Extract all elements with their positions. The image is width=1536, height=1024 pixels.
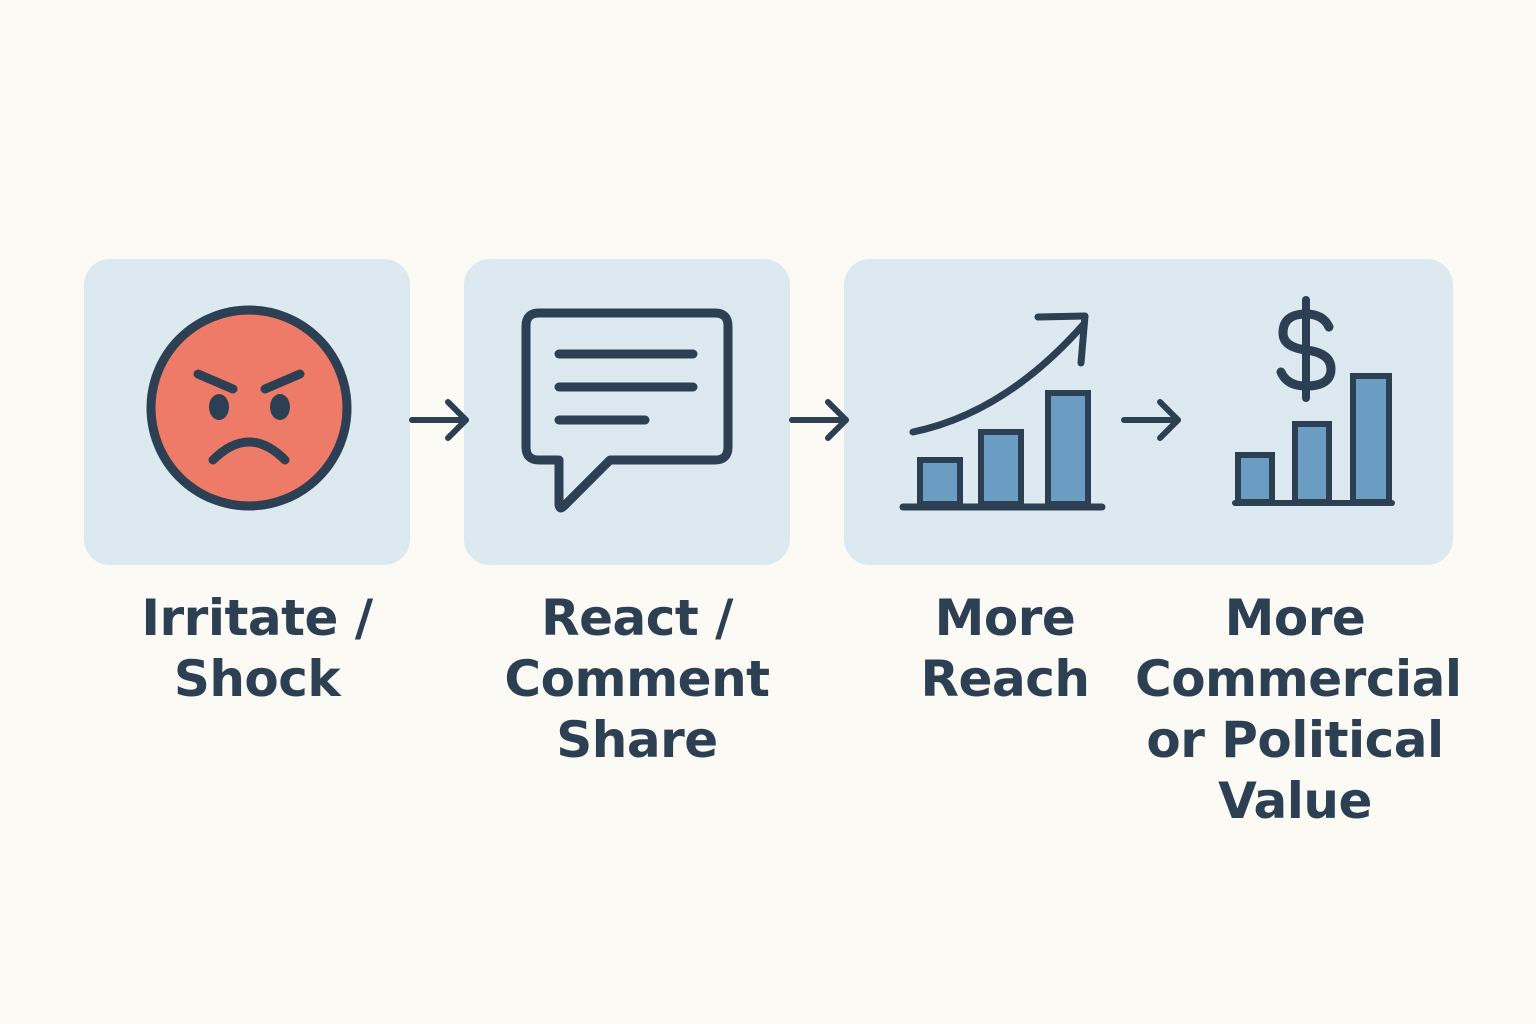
label-line: Share <box>556 711 718 769</box>
label-line: Value <box>1218 772 1372 830</box>
speech-bubble-icon <box>521 308 733 513</box>
label-line: More <box>934 589 1076 647</box>
dollar-chart-icon <box>1232 296 1395 506</box>
label-line: or Political <box>1146 711 1444 769</box>
step-label-irritate-shock: Irritate / Shock <box>107 588 407 710</box>
label-line: Commercial <box>1135 650 1462 708</box>
step-label-commercial-political-value: More Commercial or Political Value <box>1135 588 1462 832</box>
arrow-right-icon <box>409 399 469 441</box>
label-line: Shock <box>173 650 341 708</box>
growth-chart-icon <box>899 312 1106 511</box>
arrow-right-icon <box>1121 399 1181 441</box>
angry-face-icon <box>146 305 352 511</box>
label-line: Comment <box>504 650 770 708</box>
step-label-more-reach: More Reach <box>880 588 1130 710</box>
label-line: Reach <box>920 650 1090 708</box>
label-line: More <box>1224 589 1366 647</box>
label-line: React / <box>541 589 733 647</box>
arrow-right-icon <box>789 399 849 441</box>
step-label-react-comment-share: React / Comment Share <box>487 588 787 771</box>
label-line: Irritate / <box>141 589 373 647</box>
